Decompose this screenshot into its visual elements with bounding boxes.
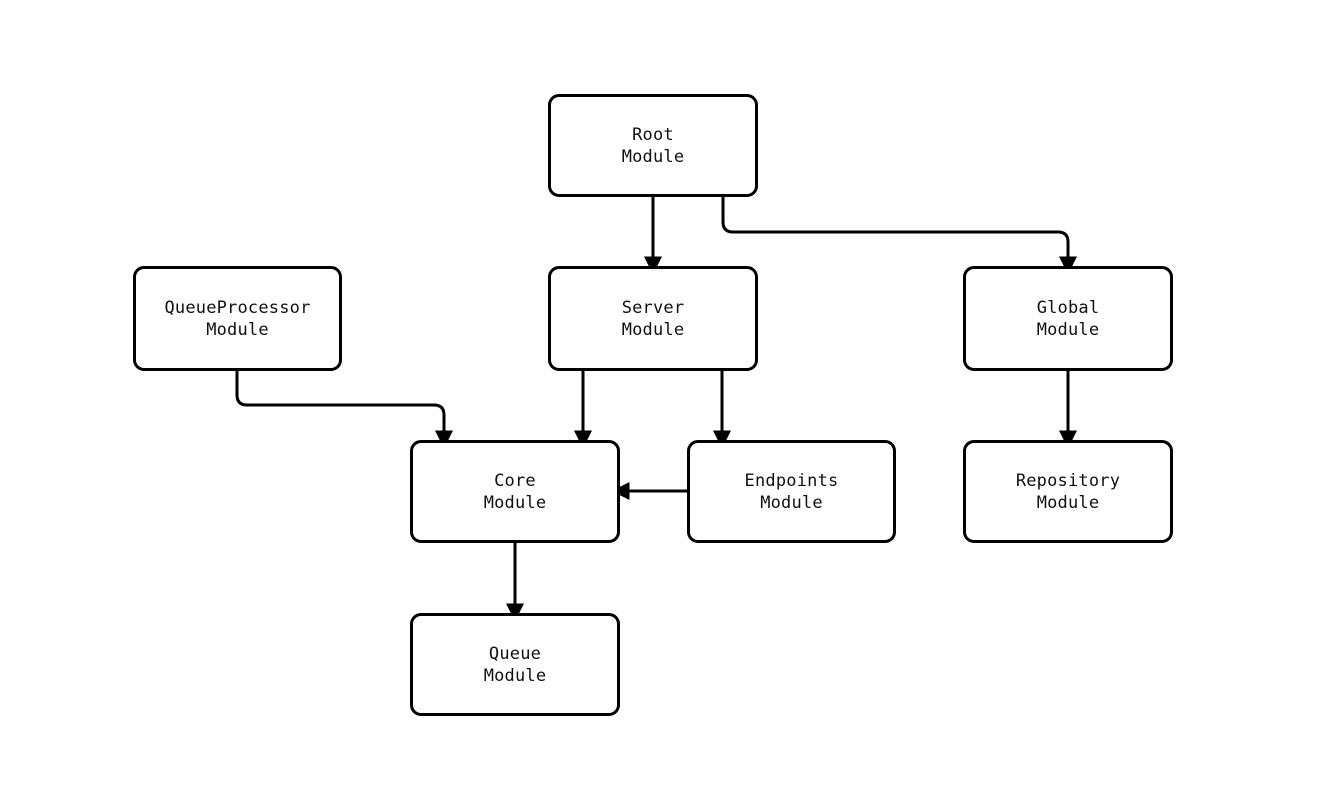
- node-server[interactable]: Server Module: [548, 266, 758, 371]
- node-queueprocessor[interactable]: QueueProcessor Module: [133, 266, 342, 371]
- node-global[interactable]: Global Module: [963, 266, 1173, 371]
- node-label-root: Root Module: [621, 124, 685, 167]
- node-label-queue: Queue Module: [483, 643, 547, 686]
- node-label-global: Global Module: [1036, 297, 1100, 340]
- node-endpoints[interactable]: Endpoints Module: [687, 440, 896, 543]
- node-core[interactable]: Core Module: [410, 440, 620, 543]
- node-label-repository: Repository Module: [1015, 470, 1121, 513]
- edge-root-to-global: [721, 197, 1077, 275]
- node-root[interactable]: Root Module: [548, 94, 758, 197]
- node-label-endpoints: Endpoints Module: [744, 470, 839, 513]
- edge-queueprocessor-to-core: [235, 371, 453, 449]
- node-label-core: Core Module: [483, 470, 547, 513]
- node-queue[interactable]: Queue Module: [410, 613, 620, 716]
- node-repository[interactable]: Repository Module: [963, 440, 1173, 543]
- node-label-queueprocessor: QueueProcessor Module: [164, 297, 311, 340]
- node-label-server: Server Module: [621, 297, 685, 340]
- edges-group: [235, 197, 1077, 622]
